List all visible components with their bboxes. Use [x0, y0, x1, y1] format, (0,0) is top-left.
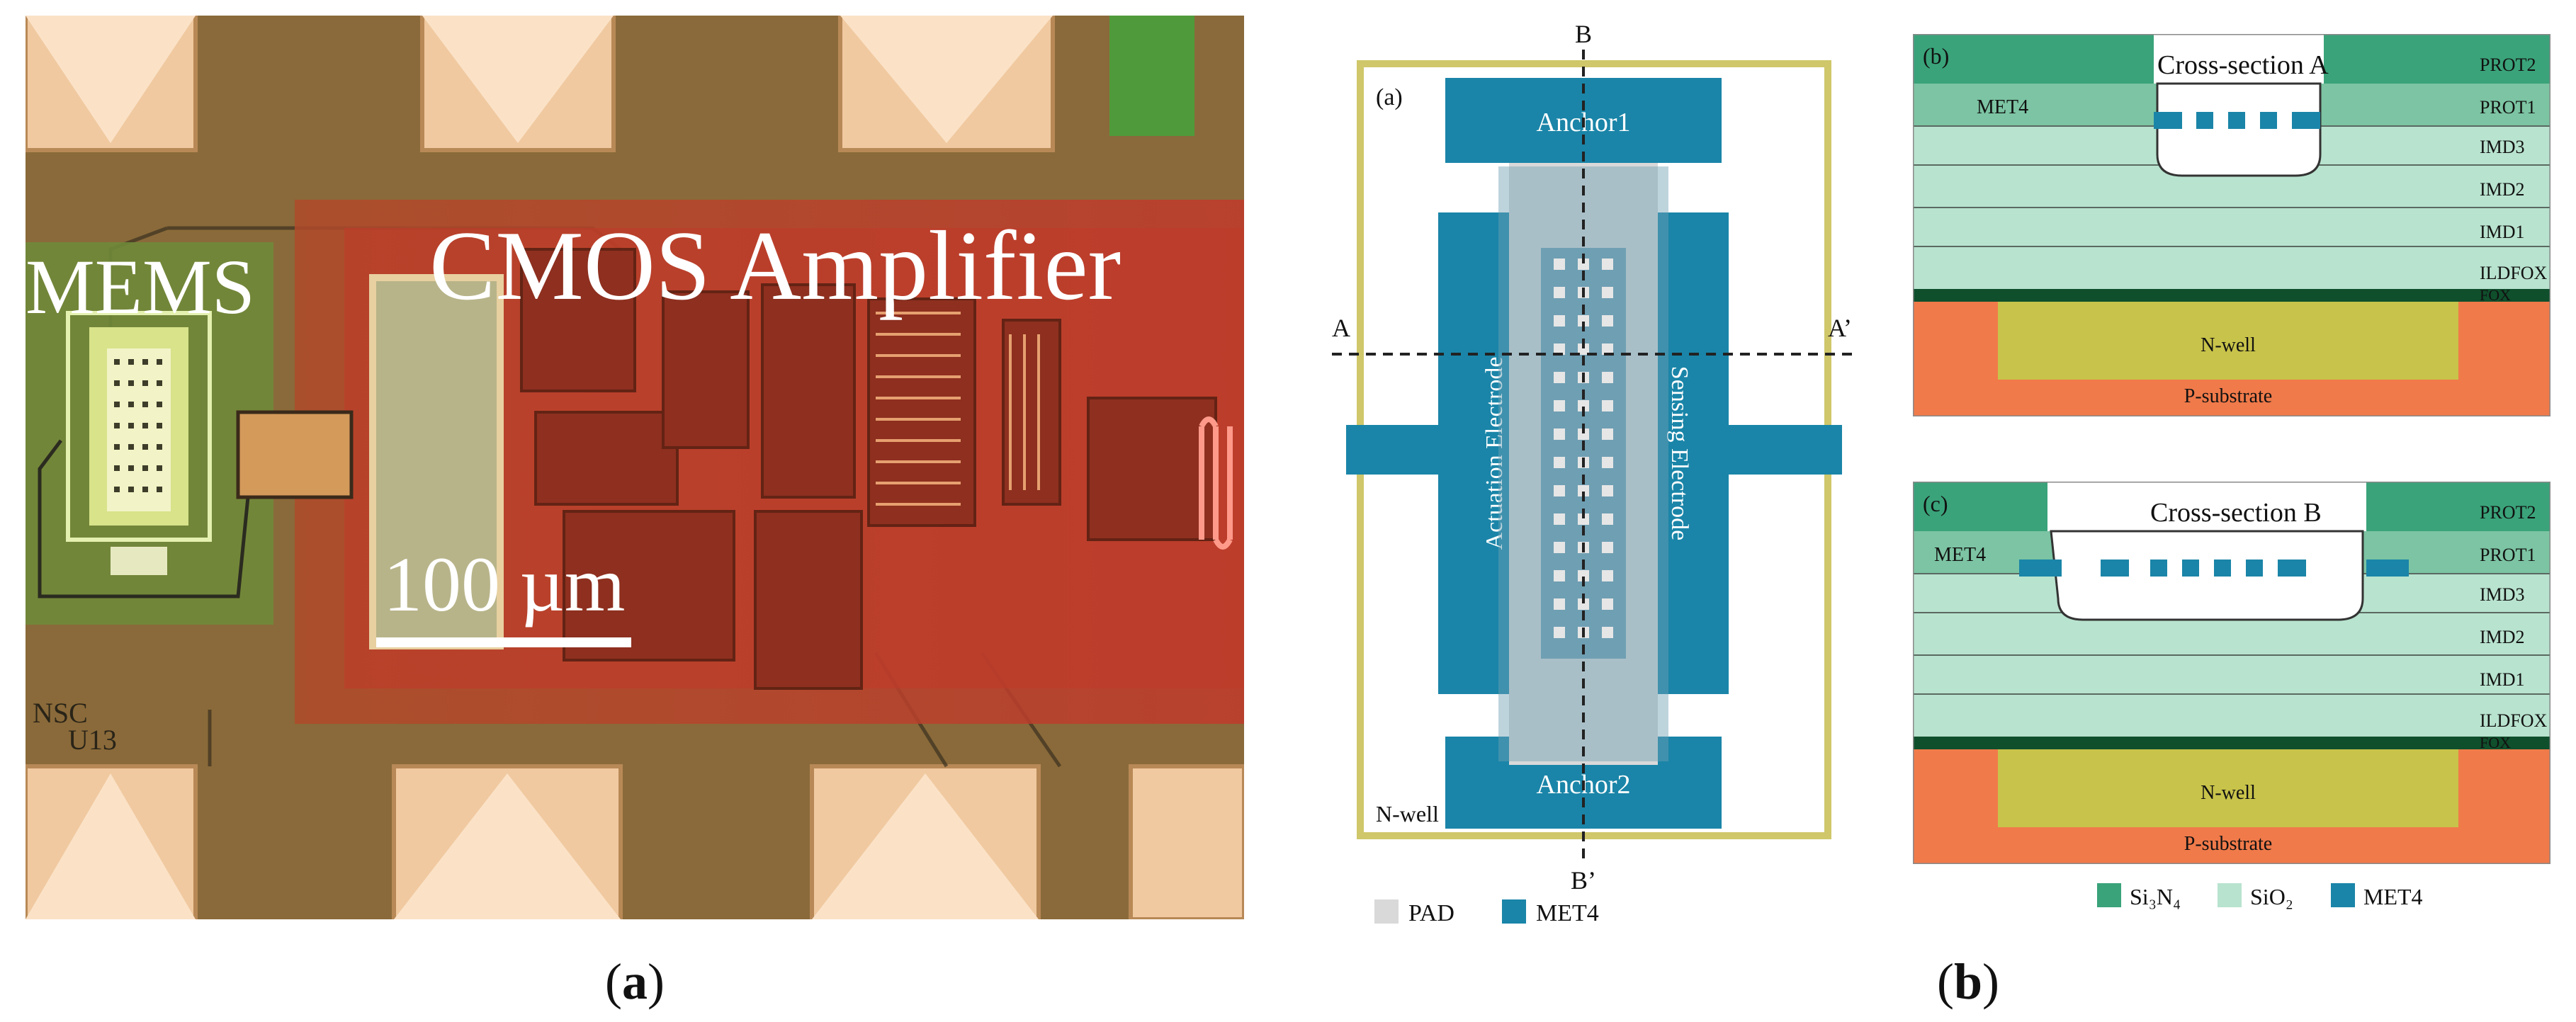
cut-a-prime-label: A’ [1828, 314, 1852, 342]
legend-label-met4-material: MET4 [2363, 884, 2423, 909]
nwell-a [1998, 302, 2458, 380]
cmos-amplifier-label: CMOS Amplifier [429, 211, 1121, 321]
layout-nwell-label: N-well [1376, 801, 1439, 827]
cross-a-layer-imd1: IMD1 [2480, 222, 2525, 242]
cross-section-b: (c) Cross-section B MET4 PROT2 PROT1 IMD… [1913, 482, 2550, 864]
met4-beam-a [2154, 112, 2320, 129]
met4-beam-b [2019, 560, 2409, 577]
cross-section-a: (b) Cross-section A MET4 PROT2 PROT1 IMD… [1913, 34, 2550, 416]
layout-legend: PAD MET4 [1374, 899, 1599, 926]
cross-b-nwell-label: N-well [2201, 782, 2256, 804]
scale-bar [376, 637, 631, 647]
cross-b-layer-imd2: IMD2 [2480, 627, 2525, 647]
capacitor-block [369, 274, 504, 649]
layout-tag: (a) [1376, 84, 1403, 110]
cross-a-tag: (b) [1923, 43, 1949, 69]
circuit-blocks [520, 248, 1217, 690]
serpentine-resistor [1199, 416, 1233, 550]
cross-b-substrate-label: P-substrate [2184, 833, 2272, 855]
chip-id-text-2: U13 [68, 724, 117, 756]
nwell-b [1998, 749, 2458, 827]
legend-label-si3n4: Si₃N₄ [2130, 884, 2181, 909]
release-cavity-b [2050, 530, 2364, 621]
caption-b: (b) [1936, 953, 2000, 1010]
cross-b-tag: (c) [1923, 491, 1948, 516]
chip-id-text: NSC [33, 697, 88, 729]
legend-swatch-met4 [1502, 899, 1526, 924]
legend-swatch-sio2 [2218, 883, 2242, 907]
actuation-electrode-label: Actuation Electrode [1481, 357, 1508, 550]
cross-a-nwell-label: N-well [2201, 334, 2256, 356]
cross-b-layer-ildfox: ILDFOX [2480, 710, 2548, 731]
cross-a-substrate-label: P-substrate [2184, 385, 2272, 407]
cross-a-layer-imd2: IMD2 [2480, 179, 2525, 200]
cross-b-layer-fox: FOX [2480, 734, 2511, 751]
mems-device [38, 311, 254, 598]
cross-a-layer-prot1: PROT1 [2480, 97, 2536, 118]
legend-swatch-pad [1374, 899, 1399, 924]
cut-a-label: A [1332, 314, 1350, 342]
circuit-stripes [876, 312, 1040, 506]
cross-b-layer-prot1: PROT1 [2480, 545, 2536, 565]
mems-label: MEMS [26, 244, 255, 330]
mems-to-cmos-connector [236, 410, 354, 499]
cross-b-title: Cross-section B [2150, 498, 2322, 528]
cross-b-layer-imd1: IMD1 [2480, 669, 2525, 690]
cross-a-layer-fox: FOX [2480, 286, 2511, 304]
legend-label-met4: MET4 [1536, 900, 1599, 926]
cut-b-label: B [1575, 21, 1592, 48]
legend-label-sio2: SiO₂ [2250, 884, 2293, 909]
legend-swatch-met4-material [2331, 883, 2355, 907]
cross-b-layer-prot2: PROT2 [2480, 502, 2536, 523]
legend-swatch-si3n4 [2097, 883, 2121, 907]
top-bond-pads [26, 16, 1194, 152]
legend-label-pad: PAD [1408, 900, 1454, 926]
cross-a-layer-imd3: IMD3 [2480, 137, 2525, 157]
caption-a: (a) [605, 953, 665, 1010]
layout-view: (a) N-well Anchor1 Anchor2 Actuation Ele… [1332, 21, 1856, 926]
micrograph-panel: MEMS CMOS Amplifier 100 µm NSC U13 [26, 16, 1244, 919]
cross-b-layer-imd3: IMD3 [2480, 584, 2525, 605]
release-holes [1554, 259, 1613, 638]
cross-a-layer-prot2: PROT2 [2480, 55, 2536, 75]
scale-bar-label: 100 µm [383, 541, 625, 628]
release-cavity-a [2156, 82, 2322, 177]
sensing-electrode-label: Sensing Electrode [1666, 366, 1693, 540]
material-legend: Si₃N₄ SiO₂ MET4 [2097, 883, 2423, 909]
bottom-bond-pads [26, 764, 1244, 919]
cross-a-layer-ildfox: ILDFOX [2480, 263, 2548, 283]
cut-b-prime-label: B’ [1571, 866, 1596, 895]
cross-a-title: Cross-section A [2157, 50, 2329, 80]
cross-a-met4-label: MET4 [1977, 96, 2028, 118]
cross-b-met4-label: MET4 [1934, 544, 1986, 566]
